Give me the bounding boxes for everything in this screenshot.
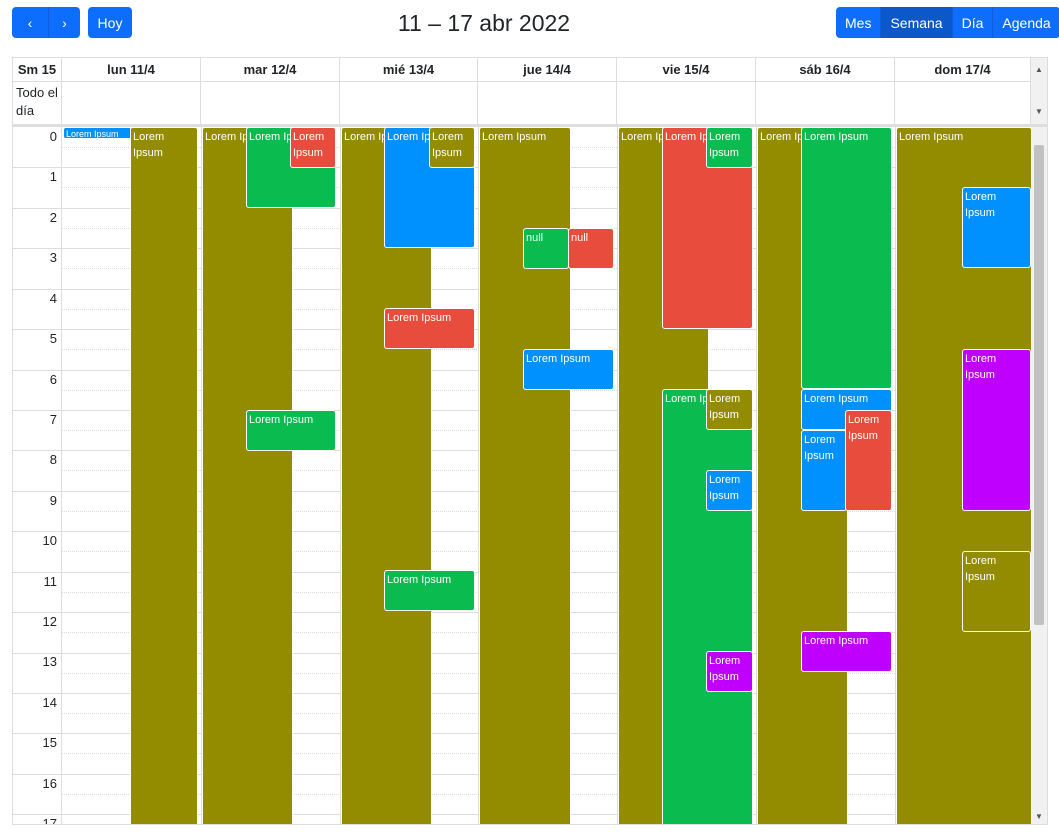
calendar-event[interactable]: Lorem Ipsum: [845, 410, 892, 511]
calendar-event[interactable]: Lorem Ipsum: [384, 570, 475, 611]
hour-label: 7: [49, 412, 57, 427]
header-scrollbar[interactable]: ▲ ▼: [1031, 58, 1047, 124]
hour-label: 6: [49, 372, 57, 387]
scroll-up-arrow-icon[interactable]: ▲: [1035, 65, 1043, 74]
calendar-event[interactable]: Lorem Ipsum: [384, 308, 475, 349]
prev-week-button[interactable]: ‹: [12, 7, 48, 38]
scroll-down-arrow-icon[interactable]: ▼: [1035, 812, 1043, 821]
grid-line: [895, 127, 896, 824]
all-day-row: Todo el día: [13, 82, 1047, 127]
calendar-event[interactable]: null: [568, 228, 614, 269]
hour-label: 5: [49, 331, 57, 346]
day-header-sun[interactable]: dom 17/4: [895, 58, 1031, 81]
calendar-event[interactable]: Lorem Ipsum: [63, 127, 132, 139]
view-day-button[interactable]: Día: [951, 7, 993, 38]
scrollbar-thumb[interactable]: [1034, 145, 1044, 625]
hour-label: 2: [49, 210, 57, 225]
day-header-thu[interactable]: jue 14/4: [478, 58, 617, 81]
hour-label: 8: [49, 452, 57, 467]
hour-label: 12: [42, 614, 57, 629]
calendar-event[interactable]: Lorem Ipsum: [706, 470, 753, 511]
next-week-button[interactable]: ›: [48, 7, 80, 38]
week-calendar: Sm 15 lun 11/4 mar 12/4 mié 13/4 jue 14/…: [12, 57, 1048, 825]
all-day-label: Todo el día: [13, 82, 62, 124]
hour-label: 3: [49, 250, 57, 265]
scroll-down-arrow-icon[interactable]: ▼: [1035, 107, 1043, 116]
calendar-event[interactable]: Lorem Ipsum: [706, 651, 753, 692]
grid-line: [756, 127, 757, 824]
all-day-cell[interactable]: [340, 82, 478, 124]
calendar-event[interactable]: Lorem Ipsum: [290, 127, 336, 168]
time-grid-scrollbar[interactable]: ▼: [1031, 127, 1047, 824]
calendar-event[interactable]: Lorem Ipsum: [801, 127, 892, 389]
view-week-button[interactable]: Semana: [880, 7, 952, 38]
day-header-wed[interactable]: mié 13/4: [340, 58, 478, 81]
today-button[interactable]: Hoy: [88, 7, 132, 38]
calendar-event[interactable]: Lorem Ipsum: [962, 349, 1031, 511]
hour-label: 11: [43, 574, 58, 589]
hour-label: 16: [42, 776, 57, 791]
calendar-event[interactable]: Lorem Ipsum: [662, 389, 753, 824]
week-number-label: Sm 15: [13, 58, 62, 81]
calendar-event[interactable]: Lorem Ipsum: [962, 551, 1031, 632]
calendar-event[interactable]: Lorem Ipsum: [202, 127, 293, 824]
hour-label: 9: [49, 493, 57, 508]
all-day-cell[interactable]: [478, 82, 617, 124]
calendar-event[interactable]: Lorem Ipsum: [130, 127, 198, 824]
view-agenda-button[interactable]: Agenda: [992, 7, 1059, 38]
all-day-cell[interactable]: [617, 82, 756, 124]
time-gutter: 0 1 2 3 4 5 6 7 8 9 10 11 12 13 14 15 16…: [13, 127, 62, 825]
grid-line: [617, 127, 618, 824]
calendar-event[interactable]: Lorem Ipsum: [523, 349, 614, 390]
hour-label: 4: [49, 291, 57, 306]
calendar-title: 11 – 17 abr 2022: [397, 10, 571, 36]
hour-label: 14: [42, 695, 57, 710]
view-month-button[interactable]: Mes: [836, 7, 881, 38]
all-day-cell[interactable]: [62, 82, 201, 124]
day-header-sat[interactable]: sáb 16/4: [756, 58, 895, 81]
grid-line: [478, 127, 479, 824]
day-header-fri[interactable]: vie 15/4: [617, 58, 756, 81]
view-switcher: Mes Semana Día Agenda: [836, 7, 1059, 38]
grid-line: [201, 127, 202, 824]
hour-label: 10: [42, 533, 57, 548]
all-day-cell[interactable]: [756, 82, 895, 124]
hour-label: 17: [42, 816, 57, 825]
calendar-event[interactable]: Lorem Ipsum: [801, 430, 847, 511]
calendar-event[interactable]: Lorem Ipsum: [246, 410, 336, 451]
day-header-tue[interactable]: mar 12/4: [201, 58, 340, 81]
hour-label: 1: [49, 169, 57, 184]
calendar-event[interactable]: Lorem Ipsum: [429, 127, 475, 168]
calendar-event[interactable]: Lorem Ipsum: [962, 187, 1031, 268]
calendar-event[interactable]: Lorem Ipsum: [706, 127, 753, 168]
all-day-cell[interactable]: [201, 82, 340, 124]
hour-label: 13: [42, 654, 57, 669]
day-header-row: Sm 15 lun 11/4 mar 12/4 mié 13/4 jue 14/…: [13, 58, 1047, 82]
all-day-cell[interactable]: [895, 82, 1031, 124]
calendar-event[interactable]: Lorem Ipsum: [801, 631, 892, 672]
hour-label: 0: [49, 129, 57, 144]
calendar-event[interactable]: null: [523, 228, 569, 269]
hour-label: 15: [42, 735, 57, 750]
grid-line: [340, 127, 341, 824]
day-header-mon[interactable]: lun 11/4: [62, 58, 201, 81]
calendar-event[interactable]: Lorem Ipsum: [706, 389, 753, 430]
time-grid: 0 1 2 3 4 5 6 7 8 9 10 11 12 13 14 15 16…: [13, 127, 1047, 825]
